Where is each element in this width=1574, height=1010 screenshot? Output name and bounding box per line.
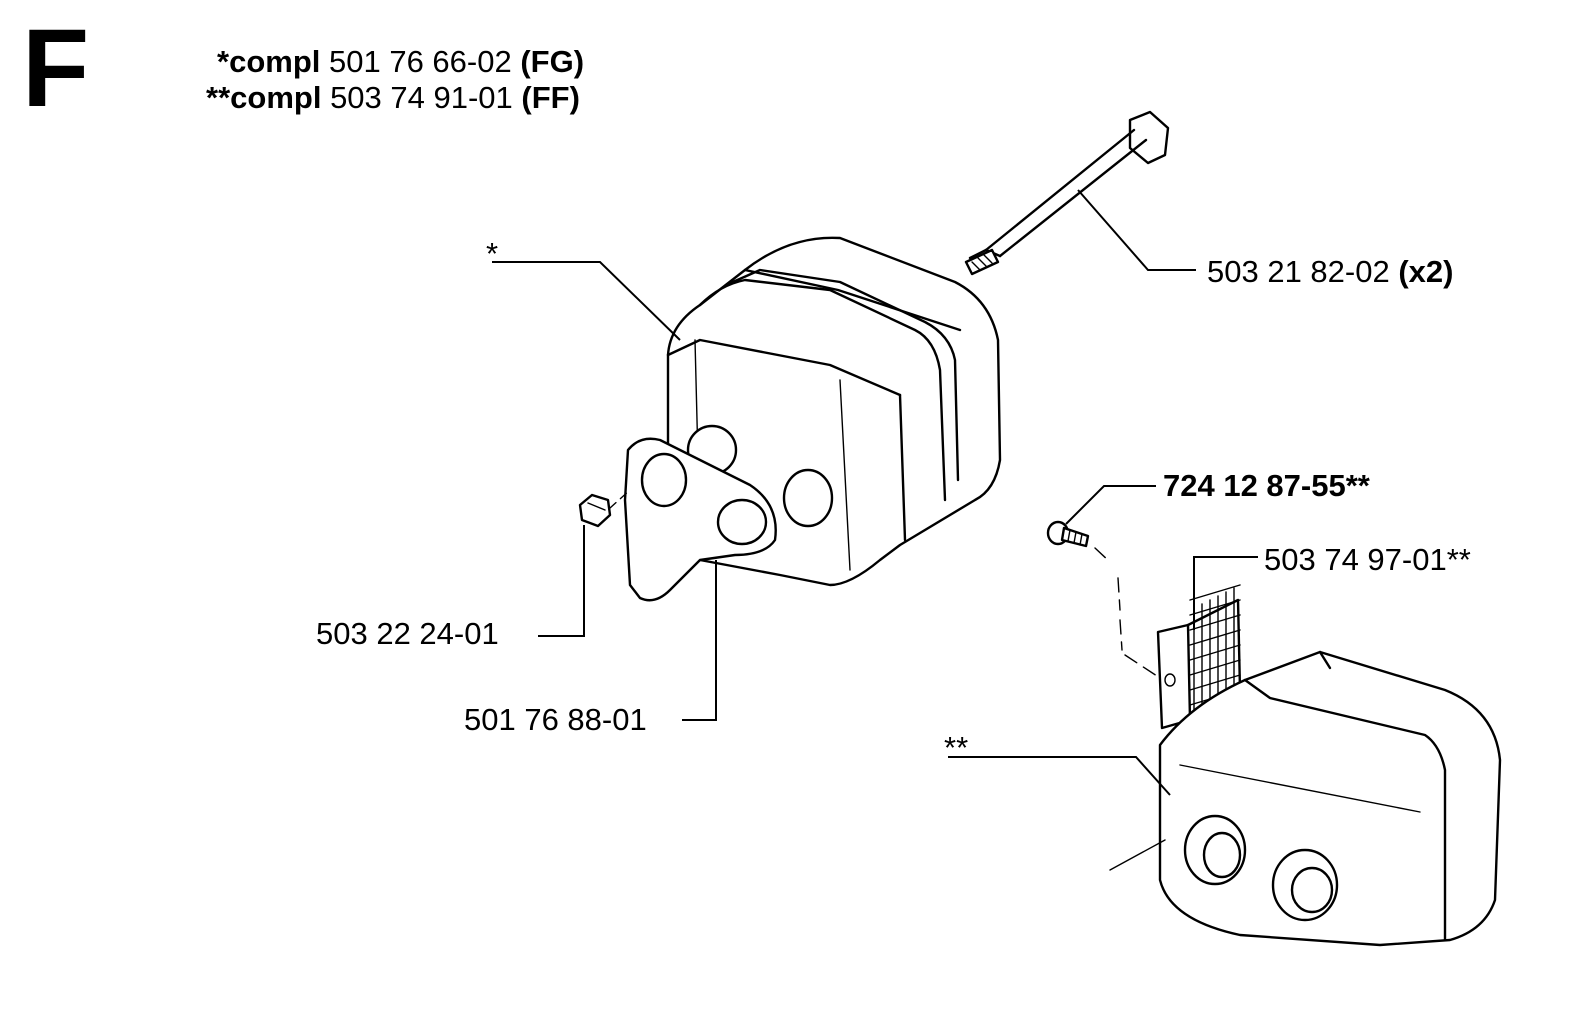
leader-muffler-fg: [492, 261, 681, 341]
assembly-fg-label: compl: [229, 44, 321, 79]
callout-muffler-ff-marker: **: [944, 730, 969, 765]
leader-muffler-ff: [948, 756, 1171, 796]
spark-screen-drawing: [1156, 584, 1242, 730]
leader-nut: [538, 525, 585, 637]
callout-bolt: 503 21 82-02 (x2): [1207, 256, 1453, 287]
callout-bolt-qty: (x2): [1398, 254, 1454, 289]
assembly-ff-marker: **: [206, 80, 231, 115]
screw-drawing: [1046, 520, 1090, 548]
callout-plate: 501 76 88-01: [464, 702, 647, 737]
assembly-fg-marker: *: [217, 44, 230, 79]
alignment-line-nut: [609, 489, 631, 509]
assembly-ff-label: compl: [230, 80, 322, 115]
mounting-plate-drawing: [623, 437, 777, 602]
alignment-line-screw: [1094, 547, 1161, 679]
leader-plate: [682, 560, 717, 721]
leader-screw: [1065, 485, 1156, 525]
leader-screen: [1193, 556, 1258, 630]
callout-screen: 503 74 97-01**: [1264, 542, 1471, 577]
assembly-ff-variant: (FF): [521, 80, 580, 115]
leader-muffler-ff-extra: [1109, 839, 1166, 871]
assembly-fg-variant: (FG): [520, 44, 585, 79]
section-letter: F: [22, 7, 90, 130]
muffler-ff-drawing: [1158, 650, 1502, 947]
assembly-fg: *compl 501 76 66-02 (FG): [217, 46, 584, 77]
assembly-ff: **compl 503 74 91-01 (FF): [206, 82, 580, 113]
callout-muffler-fg-marker: *: [486, 236, 499, 271]
callout-screw-part: 724 12 87-55**: [1163, 468, 1370, 503]
callout-bolt-part: 503 21 82-02: [1207, 254, 1390, 289]
assembly-ff-part: 503 74 91-01: [330, 80, 513, 115]
callout-screw: 724 12 87-55**: [1163, 470, 1370, 501]
leader-bolt: [1077, 189, 1196, 271]
nut-drawing: [578, 493, 612, 528]
bolt-drawing: [964, 110, 1170, 276]
assembly-fg-part: 501 76 66-02: [329, 44, 512, 79]
callout-nut: 503 22 24-01: [316, 616, 499, 651]
